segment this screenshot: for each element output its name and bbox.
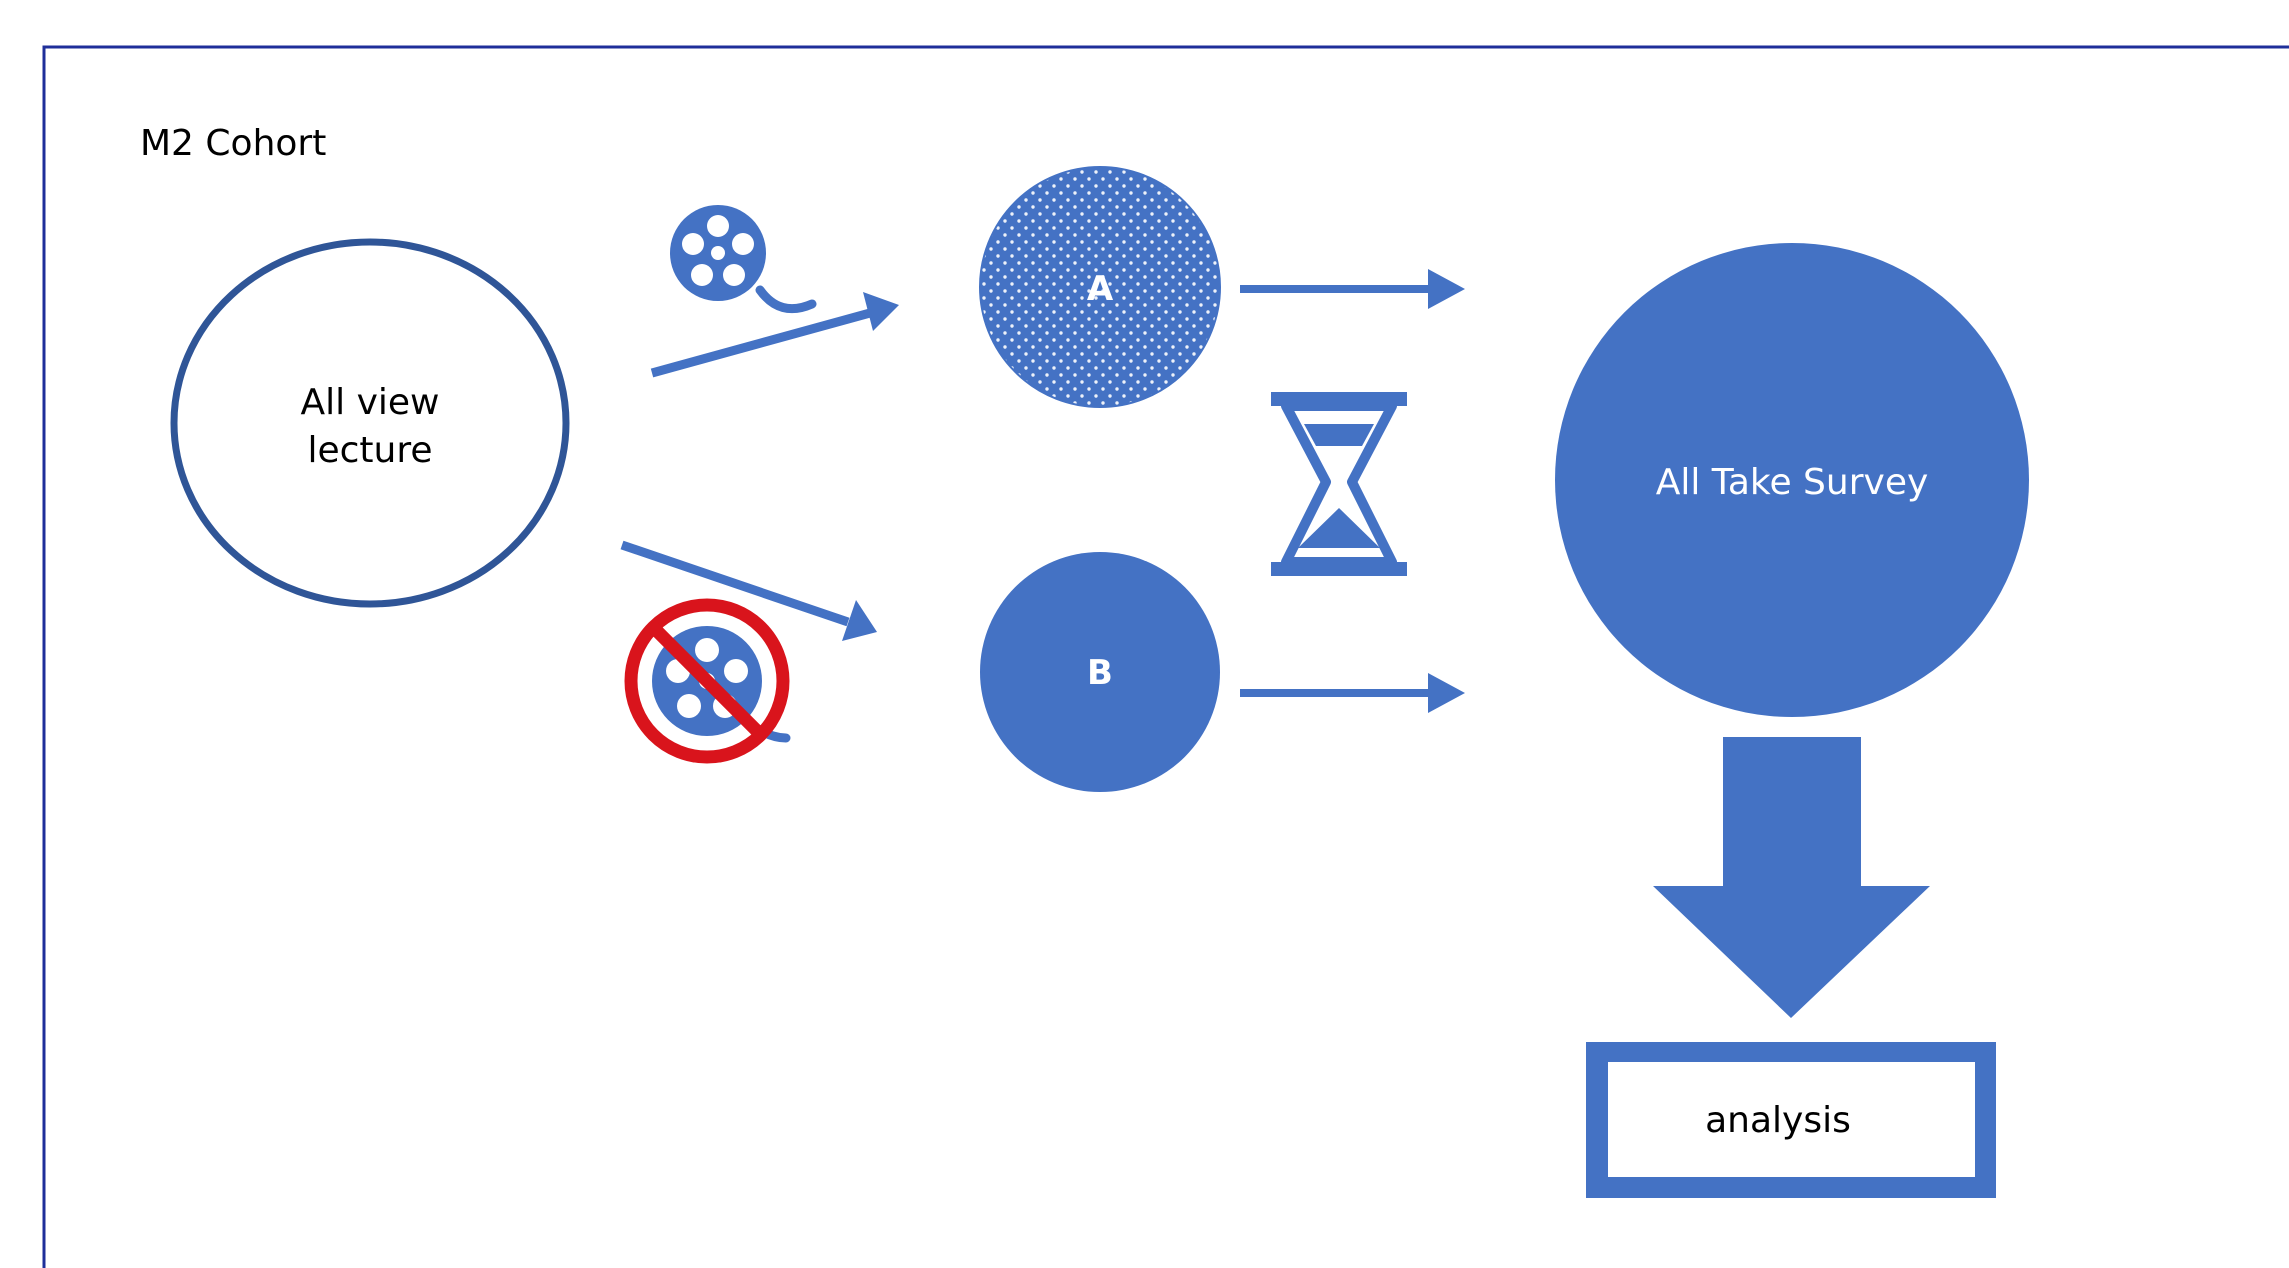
survey-node-label: All Take Survey: [1656, 462, 1929, 503]
arrow-survey-to-analysis: [1653, 737, 1930, 1018]
arrow-start-to-a: [650, 292, 899, 378]
group-b-label: B: [1087, 653, 1113, 693]
start-node-label-line2: lecture: [307, 430, 432, 471]
hourglass-icon: [1271, 392, 1407, 576]
group-a-label: A: [1087, 269, 1114, 309]
no-film-reel-icon: [624, 598, 791, 764]
group-a-node: A: [979, 166, 1221, 408]
film-reel-icon: [670, 205, 817, 314]
arrow-start-to-b: [620, 540, 877, 641]
start-node: All view lecture: [170, 238, 570, 608]
analysis-node: analysis: [1586, 1042, 1996, 1198]
start-node-label-line1: All view: [301, 382, 440, 423]
survey-node: All Take Survey: [1555, 243, 2029, 717]
group-b-node: B: [980, 552, 1220, 792]
analysis-node-label: analysis: [1705, 1100, 1851, 1141]
cohort-label: M2 Cohort: [140, 123, 326, 164]
arrow-b-to-survey: [1240, 673, 1465, 713]
arrow-a-to-survey: [1240, 269, 1465, 309]
